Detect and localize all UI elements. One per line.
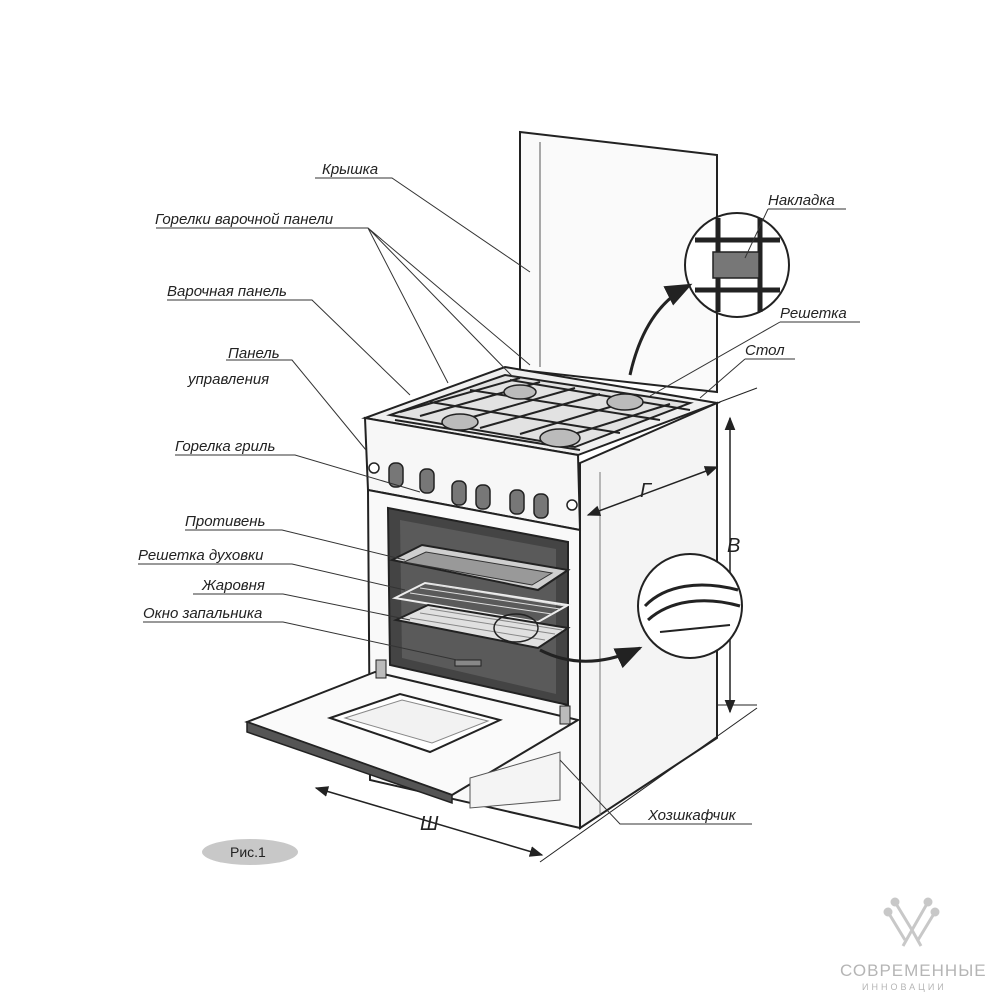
- label-hob: Варочная панель: [167, 283, 287, 300]
- label-cover-plate: Накладка: [768, 192, 835, 209]
- label-table: Стол: [745, 342, 785, 359]
- oven-door[interactable]: [244, 659, 581, 805]
- label-ignition-window: Окно запальника: [143, 605, 262, 622]
- label-control-panel-2: управления: [187, 371, 269, 388]
- stove-lid: [519, 130, 718, 394]
- label-grate: Решетка: [780, 305, 847, 322]
- watermark-line2: ИННОВАЦИИ: [862, 982, 947, 992]
- callout-labels: Крышка Горелки варочной панели Варочная …: [138, 161, 847, 824]
- grate: [394, 377, 691, 451]
- label-lid: Крышка: [322, 161, 378, 178]
- detail-rail-profile: [539, 553, 743, 669]
- baking-tray: [388, 543, 571, 592]
- label-roasting-pan: Жаровня: [201, 577, 265, 594]
- label-hob-burners: Горелки варочной панели: [155, 211, 334, 228]
- label-control-panel-1: Панель: [228, 345, 280, 362]
- ignition-window: [454, 659, 482, 667]
- figure-label: Рис.1: [230, 844, 266, 860]
- leader-lines: [138, 177, 860, 825]
- oven-rack: [391, 581, 571, 624]
- roasting-pan: [392, 603, 571, 650]
- dim-depth-label: Г: [640, 480, 653, 502]
- watermark-line1: СОВРЕМЕННЫЕ: [840, 961, 987, 980]
- dim-width-label: Ш: [420, 813, 439, 835]
- label-oven-rack: Решетка духовки: [138, 547, 264, 564]
- watermark: СОВРЕМЕННЫЕ ИННОВАЦИИ: [840, 897, 987, 992]
- detail-cover-plate: [628, 212, 790, 376]
- label-storage-drawer: Хозшкафчик: [647, 807, 737, 824]
- label-grill-burner: Горелка гриль: [175, 438, 275, 455]
- dimension-lines: [314, 387, 758, 863]
- dim-height-label: В: [727, 535, 740, 557]
- watermark-logo-icon: [883, 897, 940, 947]
- label-baking-tray: Противень: [185, 513, 265, 530]
- hob-burners: [441, 384, 644, 448]
- control-knobs[interactable]: [388, 462, 549, 519]
- figure-badge: Рис.1: [202, 839, 298, 865]
